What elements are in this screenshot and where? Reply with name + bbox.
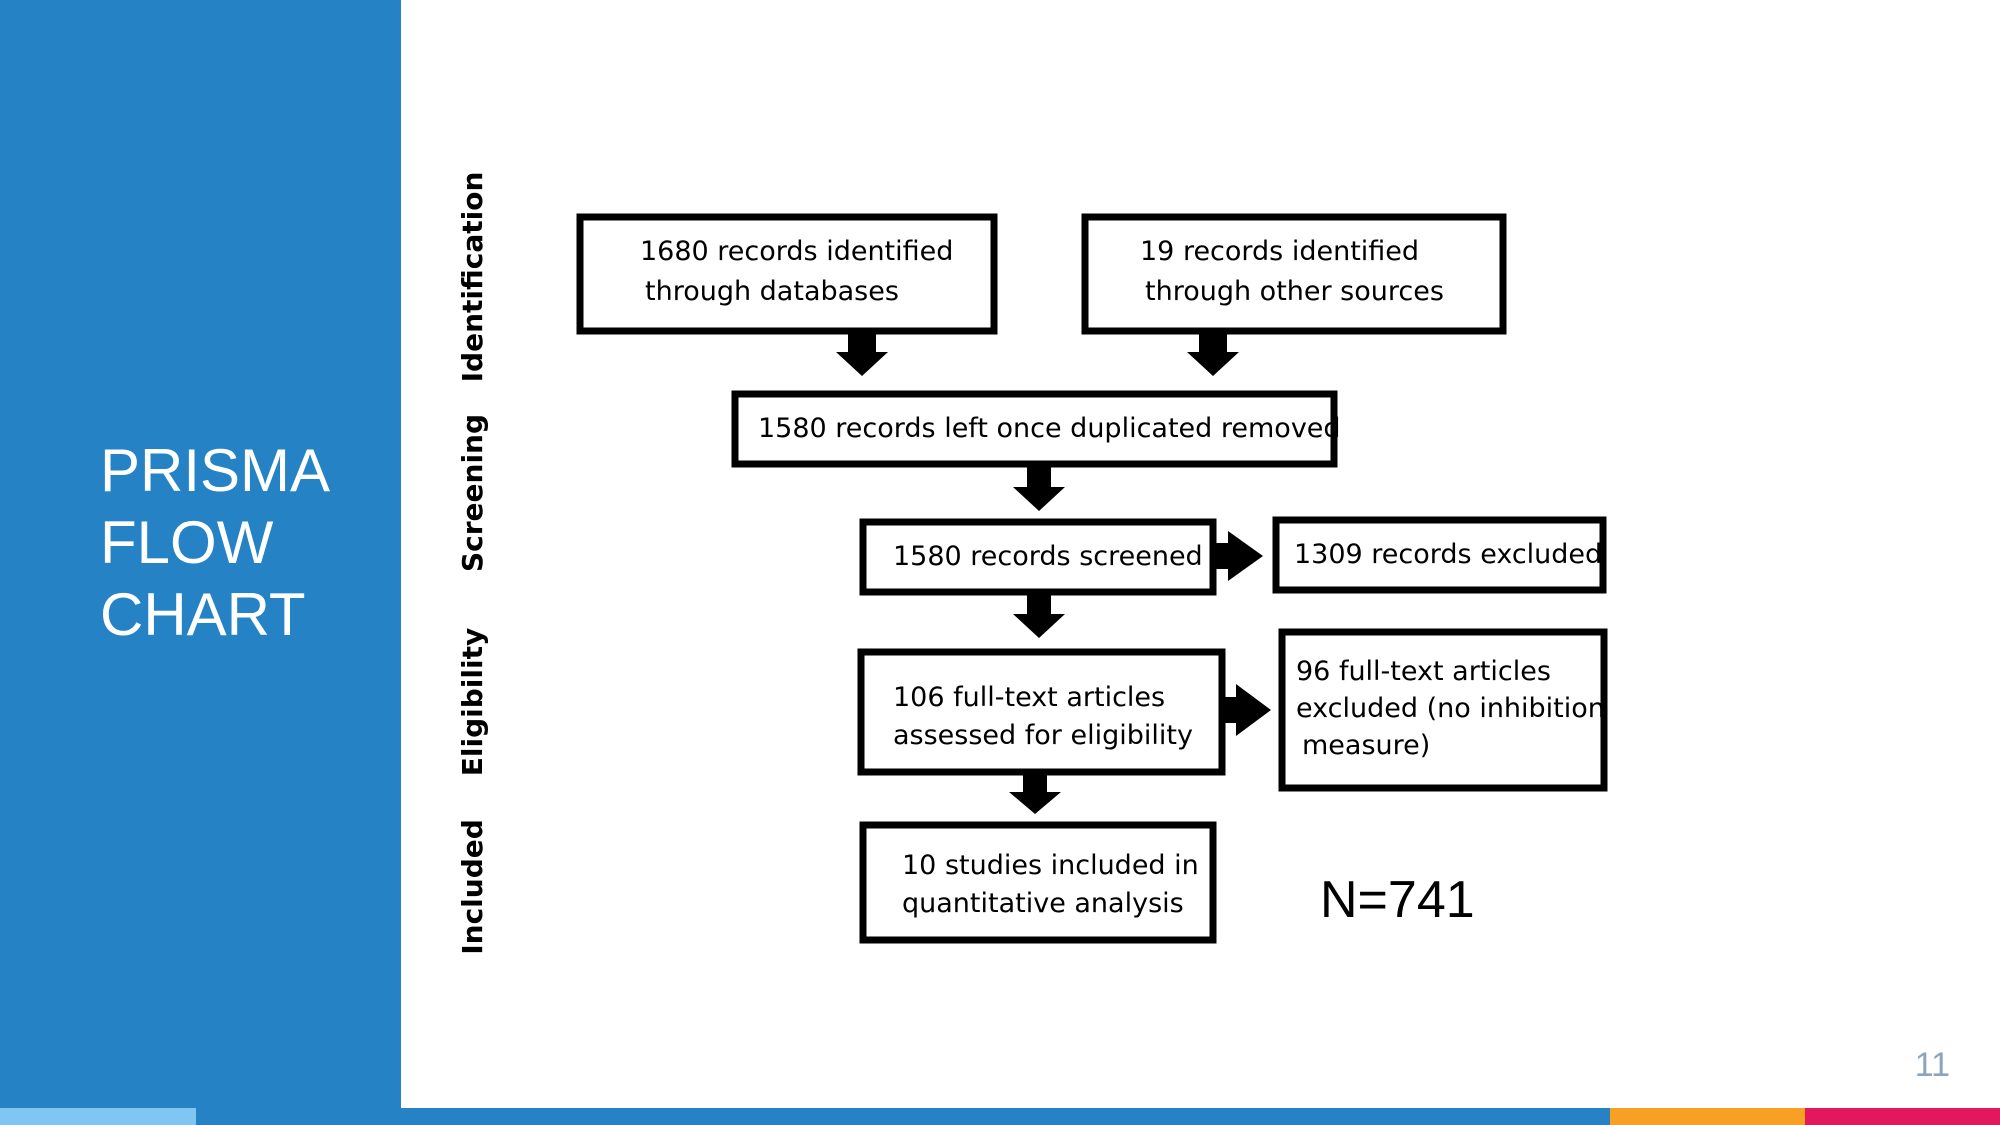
box-full-text-excluded-line-2: excluded (no inhibition [1296, 693, 1605, 724]
arrow-down-to-screened [1013, 464, 1065, 511]
sidebar: PRISMA FLOW CHART [0, 0, 401, 1108]
box-other-sources: 19 records identified through other sour… [1081, 213, 1507, 335]
page-number: 11 [1914, 1046, 1950, 1084]
arrow-down-other-sources [1187, 331, 1239, 376]
footer-stripe-blue [196, 1108, 1610, 1125]
box-excluded-line-1: 1309 records excluded [1294, 539, 1602, 570]
arrow-right-to-full-text-excluded [1222, 684, 1271, 736]
stage-label-identification: Identification [456, 172, 489, 383]
stage-label-included: Included [456, 819, 489, 955]
arrow-down-to-full-text [1013, 592, 1065, 638]
arrow-down-to-included [1009, 772, 1061, 814]
box-databases: 1680 records identified through database… [576, 213, 998, 335]
box-other-sources-line-2: through other sources [1145, 276, 1444, 307]
stage-label-eligibility: Eligibility [456, 628, 489, 776]
title-line-1: PRISMA [100, 437, 331, 504]
arrow-down-databases [836, 331, 888, 376]
arrow-right-to-excluded [1213, 531, 1263, 581]
box-screened: 1580 records screened [859, 518, 1217, 596]
title-line-2: FLOW [100, 509, 274, 576]
box-full-text: 106 full-text articles assessed for elig… [857, 648, 1226, 776]
box-excluded: 1309 records excluded [1272, 516, 1607, 594]
box-screened-line-1: 1580 records screened [893, 541, 1203, 572]
box-full-text-line-2: assessed for eligibility [893, 720, 1193, 751]
slide-title: PRISMA FLOW CHART [100, 435, 390, 651]
box-included: 10 studies included in quantitative anal… [859, 821, 1217, 944]
footer-stripe-pink [1805, 1108, 2000, 1125]
box-databases-line-2: through databases [645, 276, 899, 307]
total-n-label: N=741 [1320, 871, 1475, 929]
stage-label-screening: Screening [456, 414, 489, 572]
box-duplicates-removed: 1580 records left once duplicated remove… [731, 390, 1341, 468]
box-databases-line-1: 1680 records identified [640, 236, 953, 267]
box-other-sources-line-1: 19 records identified [1140, 236, 1419, 267]
box-duplicates-removed-line-1: 1580 records left once duplicated remove… [758, 413, 1341, 444]
box-full-text-excluded-line-3: measure) [1302, 730, 1430, 761]
footer-stripe-light-blue [0, 1108, 196, 1125]
box-included-line-1: 10 studies included in [902, 850, 1199, 881]
box-full-text-excluded-line-1: 96 full-text articles [1296, 656, 1551, 687]
box-included-line-2: quantitative analysis [902, 888, 1184, 919]
footer-stripe-orange [1610, 1108, 1805, 1125]
title-line-3: CHART [100, 581, 306, 648]
box-full-text-line-1: 106 full-text articles [893, 682, 1165, 713]
box-full-text-excluded: 96 full-text articles excluded (no inhib… [1278, 628, 1608, 792]
